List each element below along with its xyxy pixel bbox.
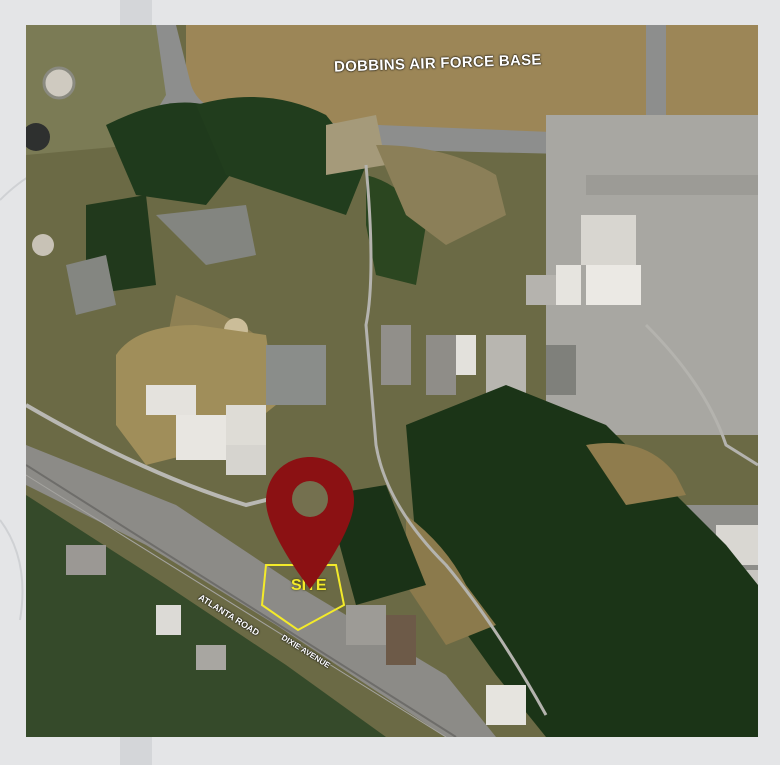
location-pin-icon[interactable]: [264, 455, 356, 591]
aerial-photo: [26, 25, 758, 737]
aerial-map: DOBBINS AIR FORCE BASE ATLANTA ROAD DIXI…: [26, 25, 758, 737]
